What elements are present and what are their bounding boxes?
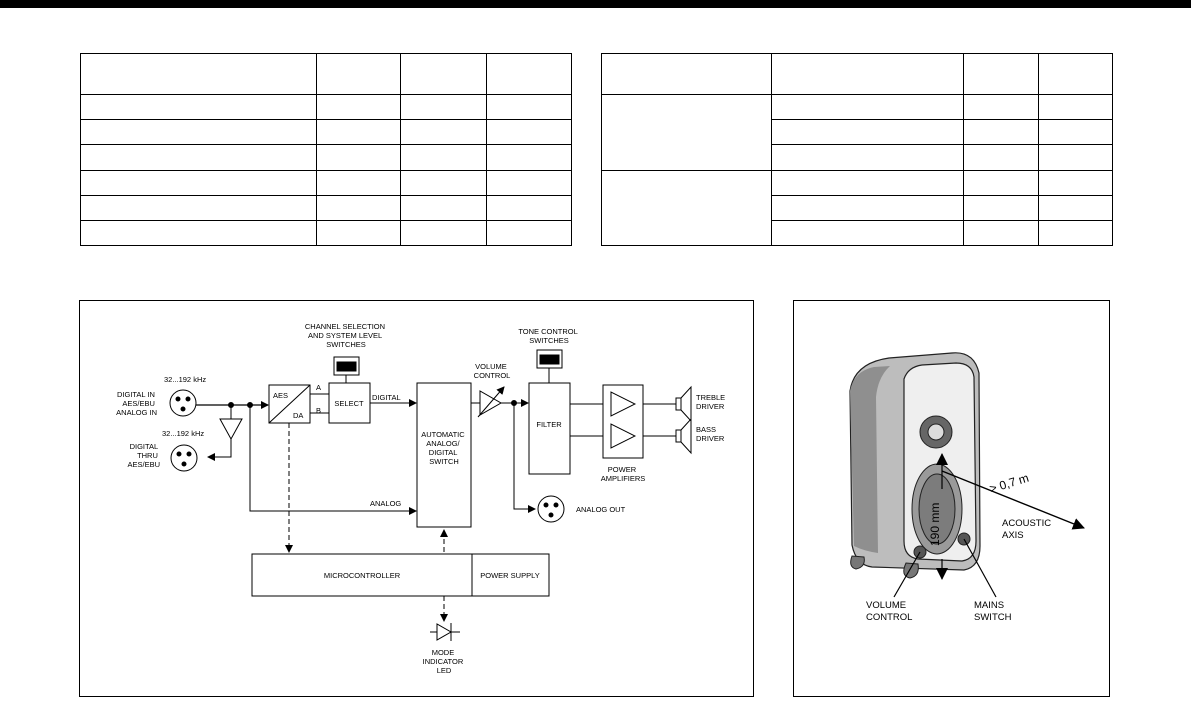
mains-switch-leader [963,538,997,598]
block-diagram: CHANNEL SELECTION AND SYSTEM LEVEL SWITC… [116,322,727,675]
table-row [602,195,1113,221]
table-row [80,144,572,171]
table-row [80,94,572,120]
xlr-thru-connector-icon [170,444,198,472]
power-amplifier-block [602,384,644,459]
da-label: DA [293,411,303,420]
table-row [80,220,572,246]
acoustic-axis-label: ACOUSTIC AXIS [1002,518,1054,541]
led-icon [430,623,460,641]
tone-dip-switch-icon [536,349,563,369]
power-supply-block [471,553,550,597]
table-row [80,170,572,196]
treble-driver-label: TREBLE DRIVER [696,393,727,411]
a-label: A [316,383,321,392]
freq-in-label: 32...192 kHz [164,375,206,384]
mode-led-label: MODE INDICATOR LED [423,648,466,675]
table-row [601,94,1113,171]
analog-path-label: ANALOG [370,499,401,508]
select-label: SELECT [334,399,364,408]
volume-control-leader [893,551,921,598]
table-row [80,119,572,145]
speaker-illustration: 190 mm > 0,7 m ACOUSTIC AXIS VOLUME CONT… [849,352,1085,623]
channel-dip-switch-icon [333,356,360,376]
thru-buffer-icon [219,418,243,441]
volume-control-label: VOLUME CONTROL [474,362,511,380]
automatic-switch-label: AUTOMATIC ANALOG/ DIGITAL SWITCH [421,430,467,466]
bass-amp-icon [610,423,637,449]
acoustic-axis-arrow [941,470,1085,530]
filter-label: FILTER [536,420,562,429]
filter-block [528,382,571,475]
treble-amp-icon [610,391,637,417]
table-row [80,195,572,221]
digital-thru-label: DIGITAL THRU AES/EBU [127,442,160,469]
xlr-input-connector-icon [169,389,197,417]
digital-in-label: DIGITAL IN AES/EBU ANALOG IN [116,390,157,417]
analog-out-label: ANALOG OUT [576,505,626,514]
table-row [602,220,1113,246]
analog-out-connector-icon [537,495,565,523]
top-rule [0,0,1191,8]
table-header-row [80,53,572,95]
automatic-switch-block [416,382,472,528]
digital-path-label: DIGITAL [372,393,401,402]
microcontroller-label: MICROCONTROLLER [324,571,401,580]
block-diagram-panel: CHANNEL SELECTION AND SYSTEM LEVEL SWITC… [79,300,754,697]
height-label: 190 mm [928,503,942,546]
bass-driver-icon [675,417,692,455]
treble-driver-icon [675,385,692,423]
tone-control-label: TONE CONTROL SWITCHES [518,327,579,345]
power-supply-label: POWER SUPPLY [480,571,539,580]
distance-label: > 0,7 m [988,471,1031,496]
power-amplifiers-label: POWER AMPLIFIERS [601,465,646,483]
volume-control-label: VOLUME CONTROL [866,600,912,623]
freq-thru-label: 32...192 kHz [162,429,204,438]
table-row [601,170,1113,246]
bass-driver-label: BASS DRIVER [696,425,725,443]
b-label: B [316,406,321,415]
channel-selection-label: CHANNEL SELECTION AND SYSTEM LEVEL SWITC… [305,322,387,349]
mains-switch-label: MAINS SWITCH [974,600,1012,623]
spec-table-left [80,53,572,246]
aes-label: AES [273,391,288,400]
spec-table-right [601,53,1113,246]
volume-amp-icon [479,390,503,416]
table-header-row [601,53,1113,95]
speaker-placement-panel: 190 mm > 0,7 m ACOUSTIC AXIS VOLUME CONT… [793,300,1110,697]
volume-adjust-arrow [477,386,505,418]
speaker-icon [849,352,981,579]
